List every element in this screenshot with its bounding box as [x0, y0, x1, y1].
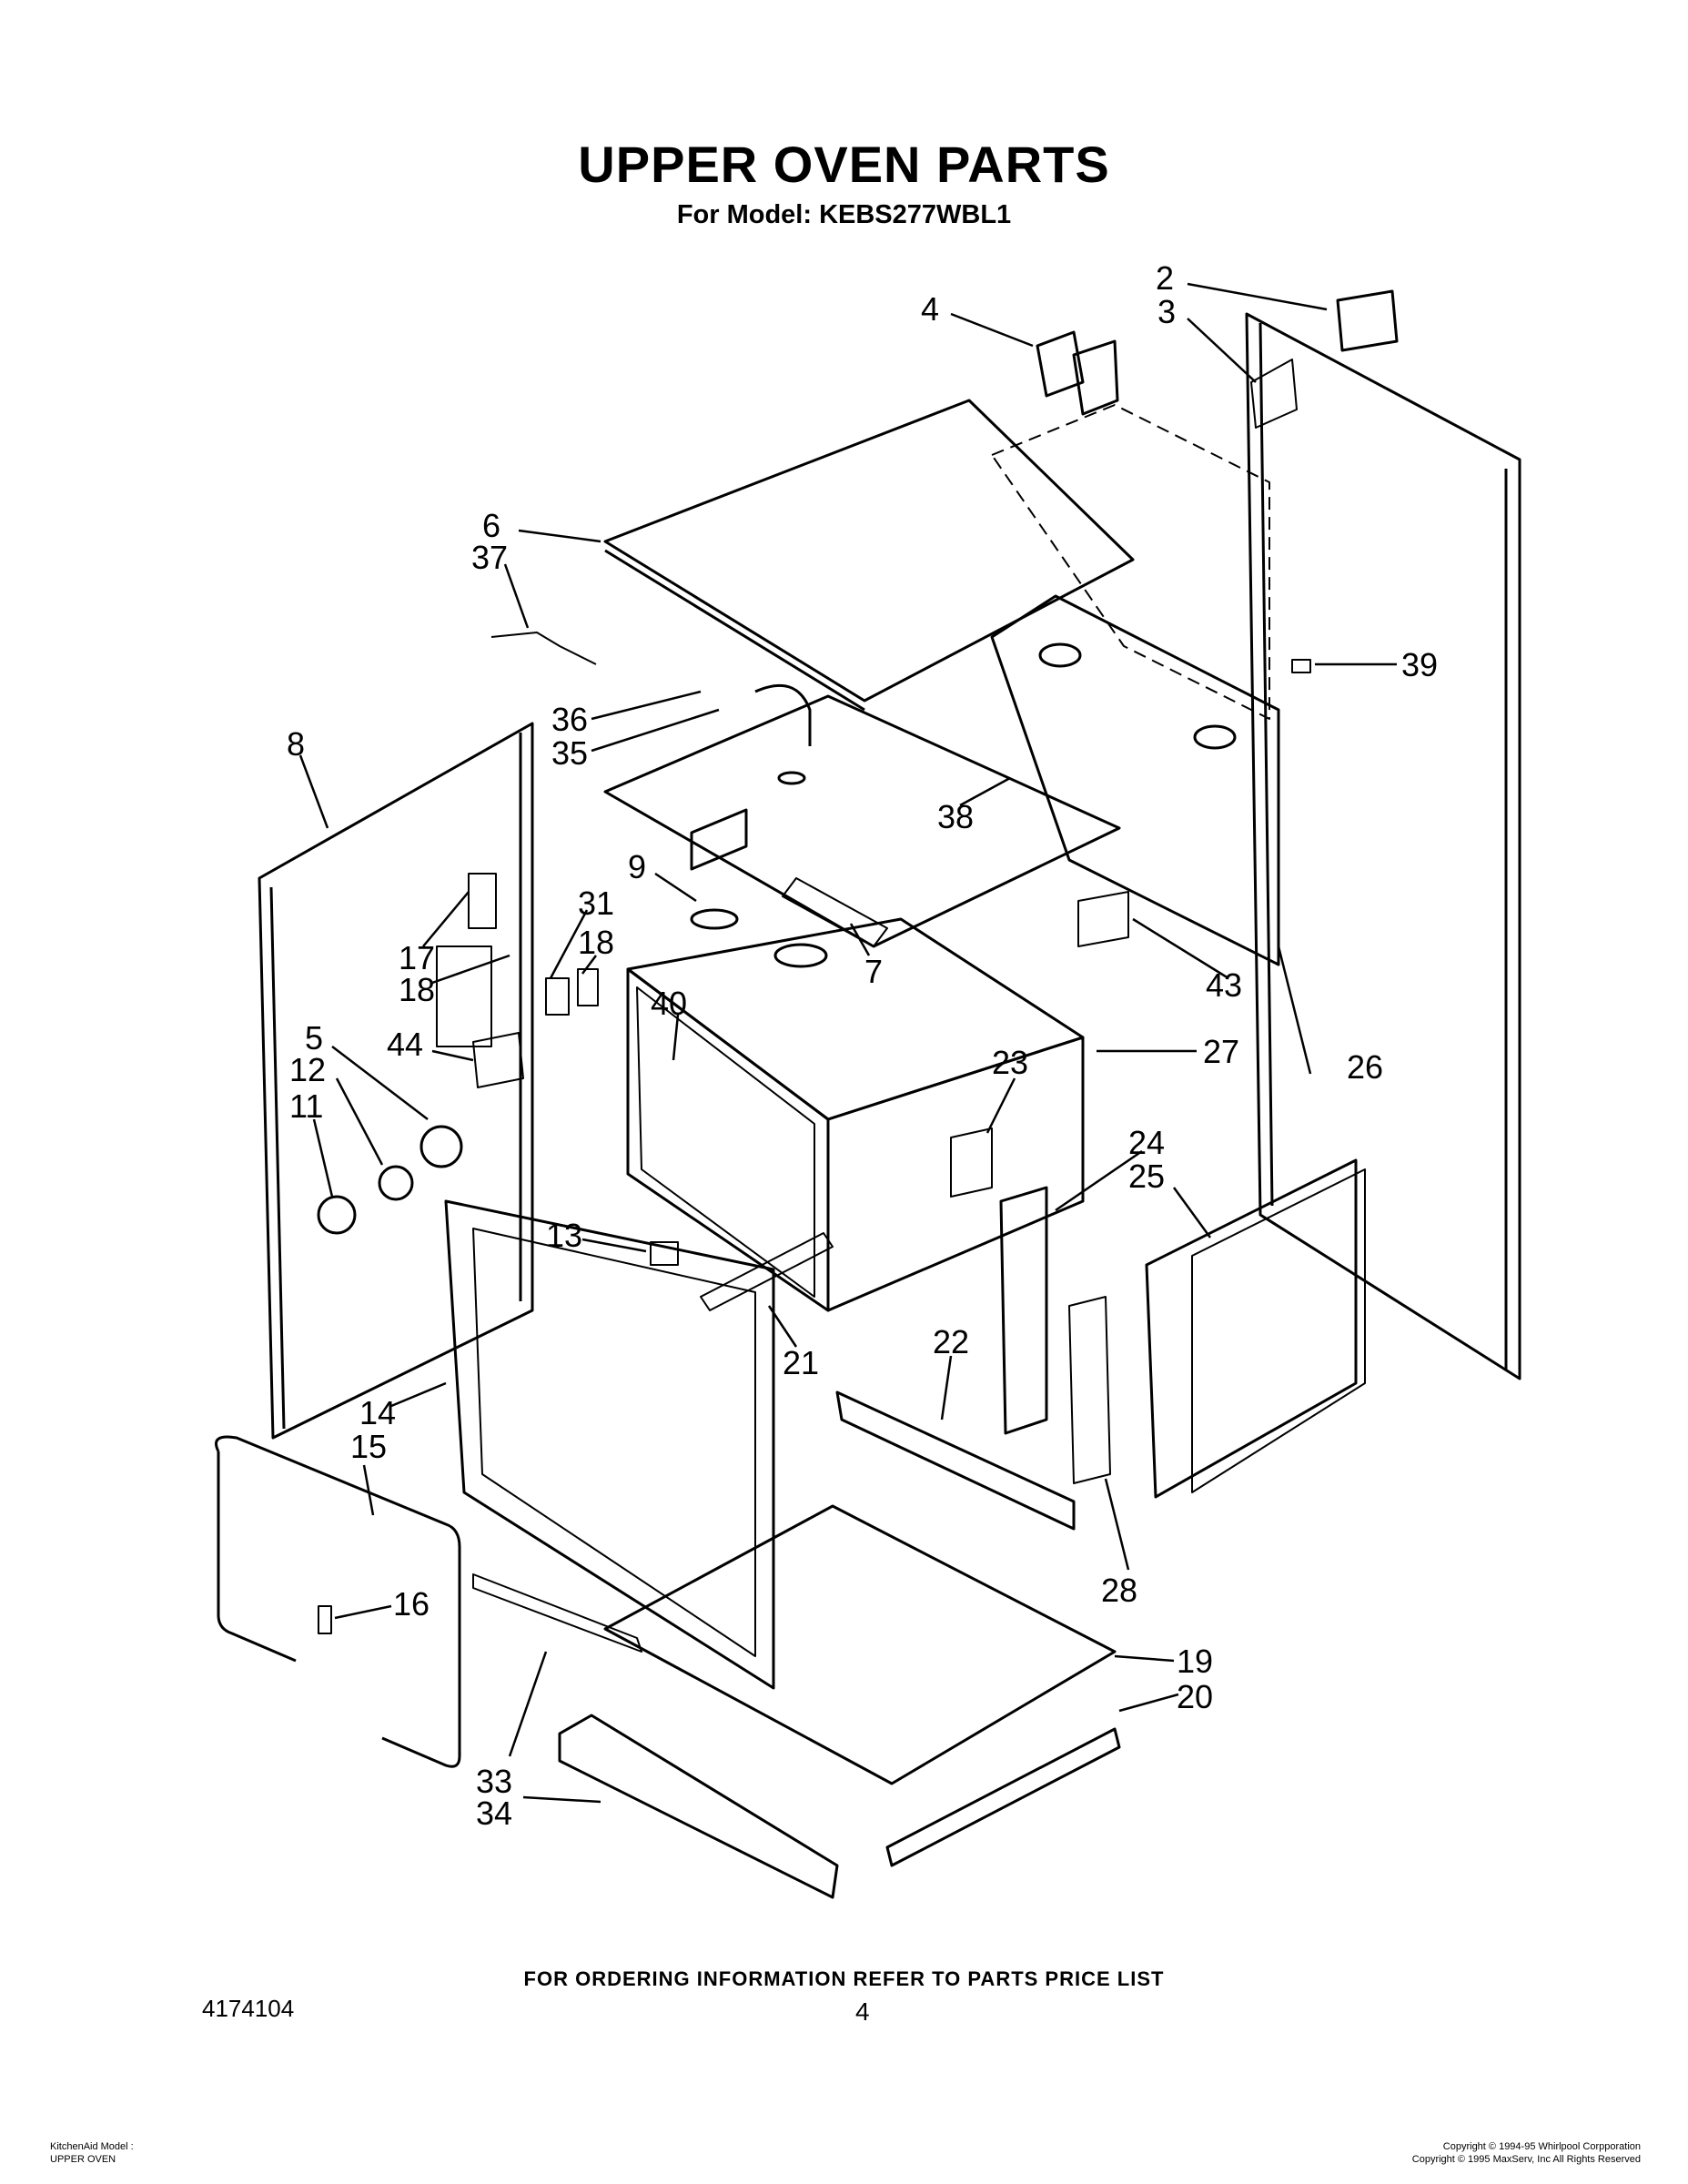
callout-39: 39 [1401, 646, 1438, 683]
callout-20: 20 [1177, 1678, 1213, 1715]
part-top-brackets [1036, 289, 1399, 416]
callout-2: 2 [1156, 259, 1174, 297]
callout-9: 9 [628, 848, 646, 885]
callout-13: 13 [546, 1217, 582, 1254]
part-back-wall [990, 594, 1280, 966]
callout-31: 31 [578, 885, 614, 922]
callout-8: 8 [287, 725, 305, 763]
footer-model-label: KitchenAid Model : [50, 2141, 134, 2152]
callout-24: 24 [1128, 1124, 1165, 1161]
callout-14: 14 [359, 1394, 396, 1431]
footer-copyright: Copyright © 1994-95 Whirlpool Corpporati… [1412, 2140, 1641, 2166]
callout-22: 22 [933, 1323, 969, 1360]
callout-43: 43 [1206, 966, 1242, 1004]
part-right-side-panel [1245, 312, 1521, 1380]
callout-5: 5 [305, 1019, 323, 1057]
callout-40: 40 [651, 985, 687, 1022]
part-top-shield [603, 694, 1121, 948]
ordering-note: FOR ORDERING INFORMATION REFER TO PARTS … [523, 1967, 1165, 1990]
callout-11: 11 [289, 1087, 323, 1125]
part-oven-cavity [626, 917, 1085, 1312]
copyright-line-1: Copyright © 1994-95 Whirlpool Corpporati… [1442, 2141, 1641, 2152]
part-door-gasket [215, 1435, 461, 1768]
callout-16: 16 [393, 1585, 430, 1623]
callout-18-a: 18 [578, 924, 614, 961]
footer-section-label: UPPER OVEN [50, 2154, 116, 2165]
callout-21: 21 [783, 1344, 819, 1381]
part-left-side-panel [258, 722, 534, 1440]
callout-44: 44 [387, 1026, 423, 1063]
callout-18-b: 18 [399, 971, 435, 1008]
callout-19: 19 [1177, 1643, 1213, 1680]
callout-33: 33 [476, 1763, 512, 1800]
document-number: 4174104 [202, 1995, 295, 2022]
part-vent-tube [754, 683, 812, 785]
callout-7: 7 [864, 953, 883, 990]
callout-27: 27 [1203, 1033, 1239, 1070]
callout-35: 35 [551, 734, 588, 772]
callout-25: 25 [1128, 1158, 1165, 1195]
part-bottom-panel [603, 1504, 1117, 1785]
callout-28: 28 [1101, 1572, 1137, 1609]
copyright-line-2: Copyright © 1995 MaxServ, Inc All Rights… [1411, 2154, 1641, 2165]
callout-15: 15 [350, 1428, 387, 1465]
part-top-panel [603, 399, 1135, 712]
callout-37: 37 [471, 539, 508, 576]
callout-12: 12 [289, 1051, 326, 1088]
page-title: UPPER OVEN PARTS [578, 136, 1110, 193]
page-number: 4 [855, 1997, 870, 2026]
callout-4: 4 [921, 290, 939, 328]
callout-3: 3 [1157, 293, 1176, 330]
callout-38: 38 [937, 798, 974, 835]
part-door-frame [444, 1199, 775, 1690]
model-subtitle: For Model: KEBS277WBL1 [676, 200, 1012, 229]
callout-17: 17 [399, 939, 435, 976]
part-side-door-panel [1145, 1158, 1366, 1499]
callout-26: 26 [1347, 1048, 1383, 1086]
part-vent-cap [690, 908, 739, 930]
callout-36: 36 [551, 701, 588, 738]
footer-left: KitchenAid Model : UPPER OVEN [50, 2140, 134, 2166]
callout-34: 34 [476, 1795, 512, 1832]
callout-23: 23 [992, 1044, 1028, 1081]
callout-6: 6 [482, 507, 500, 544]
